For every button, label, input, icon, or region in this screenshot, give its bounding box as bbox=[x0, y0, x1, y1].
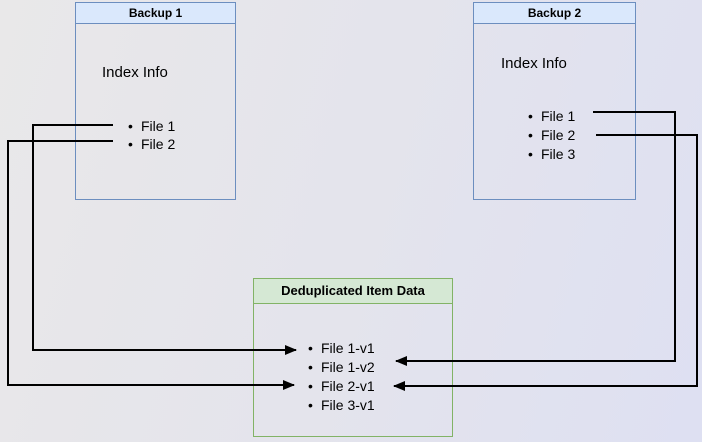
backup1-file-list: File 1 File 2 bbox=[128, 117, 175, 153]
backup2-title: Backup 2 bbox=[474, 3, 635, 24]
backup1-file-item-2: File 2 bbox=[128, 135, 175, 153]
backup1-file-item-1: File 1 bbox=[128, 117, 175, 135]
dedup-box: Deduplicated Item Data File 1-v1 File 1-… bbox=[253, 278, 453, 437]
dedup-item-list: File 1-v1 File 1-v2 File 2-v1 File 3-v1 bbox=[308, 339, 375, 415]
backup1-title: Backup 1 bbox=[76, 3, 235, 24]
dedup-item-file3-v1: File 3-v1 bbox=[308, 396, 375, 415]
backup2-file-list: File 1 File 2 File 3 bbox=[528, 107, 575, 164]
backup2-file-item-3: File 3 bbox=[528, 145, 575, 164]
backup2-box: Backup 2 Index Info File 1 File 2 File 3 bbox=[473, 2, 636, 200]
dedup-item-file1-v2: File 1-v2 bbox=[308, 358, 375, 377]
dedup-title: Deduplicated Item Data bbox=[254, 279, 452, 304]
backup2-file-item-2: File 2 bbox=[528, 126, 575, 145]
backup2-file-item-1: File 1 bbox=[528, 107, 575, 126]
dedup-item-file2-v1: File 2-v1 bbox=[308, 377, 375, 396]
backup1-index-info-label: Index Info bbox=[102, 64, 168, 81]
dedup-item-file1-v1: File 1-v1 bbox=[308, 339, 375, 358]
backup1-box: Backup 1 Index Info File 1 File 2 bbox=[75, 2, 236, 200]
backup2-index-info-label: Index Info bbox=[501, 55, 567, 72]
